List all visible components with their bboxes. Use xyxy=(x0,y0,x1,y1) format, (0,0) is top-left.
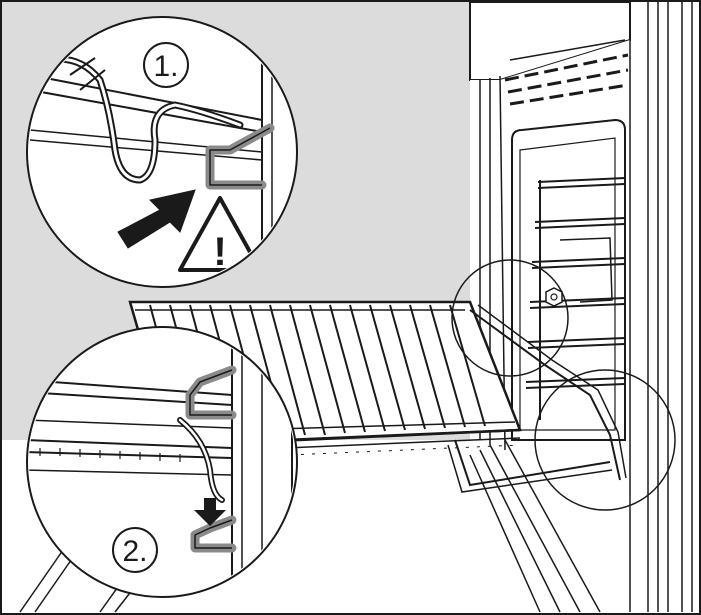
callout-2-badge xyxy=(112,527,158,573)
push-arrow-icon xyxy=(117,189,196,249)
callout-1: ! 1. xyxy=(26,16,298,288)
wall-bolt xyxy=(545,287,563,307)
callout-2-label: 2. xyxy=(122,535,147,568)
detail-circle-upper xyxy=(451,259,569,377)
detail-circle-lower xyxy=(534,369,676,511)
warning-exclamation: ! xyxy=(213,230,226,274)
down-arrow-icon xyxy=(194,498,226,526)
callout-2: 2. xyxy=(26,326,298,598)
warning-triangle-icon xyxy=(178,196,262,272)
oven-side-wall xyxy=(470,40,630,612)
fan-recess xyxy=(559,237,613,303)
side-runners xyxy=(525,177,626,420)
callout-1-label: 1. xyxy=(153,50,178,83)
oven-inner-panel xyxy=(511,118,626,441)
vent-dashes xyxy=(504,53,629,106)
door-frame xyxy=(629,2,693,612)
callout-1-badge xyxy=(143,42,189,88)
